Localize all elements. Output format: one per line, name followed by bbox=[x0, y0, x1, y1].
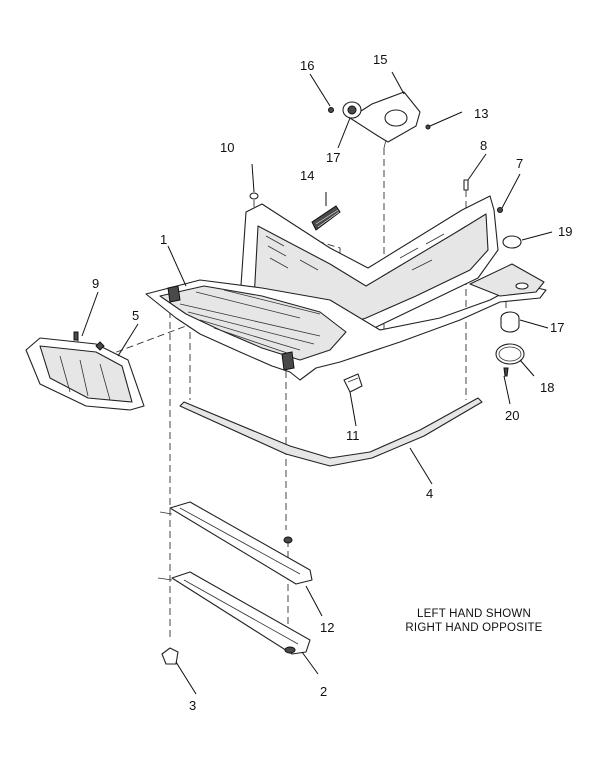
callout-10: 10 bbox=[220, 140, 234, 155]
callout-16: 16 bbox=[300, 58, 314, 73]
callout-12: 12 bbox=[320, 620, 334, 635]
callout-4: 4 bbox=[426, 486, 433, 501]
upper-tread bbox=[159, 501, 313, 585]
callout-18: 18 bbox=[540, 380, 554, 395]
main-trim-panel bbox=[145, 195, 547, 381]
trim-strip bbox=[179, 397, 483, 467]
note-line-1: LEFT HAND SHOWN bbox=[417, 608, 531, 620]
callout-1: 1 bbox=[160, 232, 167, 247]
callout-14: 14 bbox=[300, 168, 314, 183]
callout-2: 2 bbox=[320, 684, 327, 699]
side-bracket bbox=[25, 331, 145, 411]
note-line-2: RIGHT HAND OPPOSITE bbox=[405, 622, 542, 634]
leader-lines bbox=[81, 71, 553, 695]
callout-17-lower: 17 bbox=[550, 320, 564, 335]
bottom-clip bbox=[161, 647, 179, 665]
callout-15: 15 bbox=[373, 52, 387, 67]
callout-7: 7 bbox=[516, 156, 523, 171]
lower-tread bbox=[157, 571, 311, 655]
grille-part bbox=[311, 205, 341, 231]
callout-17-upper: 17 bbox=[326, 150, 340, 165]
plug-lower bbox=[500, 311, 520, 333]
clip-part bbox=[343, 373, 363, 393]
callout-numbers: 1 2 3 4 5 7 8 9 10 11 12 13 14 15 16 17 … bbox=[92, 52, 572, 713]
callout-19: 19 bbox=[558, 224, 572, 239]
callout-20: 20 bbox=[505, 408, 519, 423]
fasteners bbox=[249, 107, 503, 213]
grommet-upper bbox=[342, 101, 362, 119]
callout-11: 11 bbox=[346, 428, 360, 443]
screw-lower bbox=[503, 367, 509, 377]
bracket-part bbox=[349, 91, 421, 149]
ring-part bbox=[495, 343, 525, 365]
callout-9: 9 bbox=[92, 276, 99, 291]
callout-3: 3 bbox=[189, 698, 196, 713]
orientation-note: LEFT HAND SHOWN RIGHT HAND OPPOSITE bbox=[405, 608, 542, 634]
callout-13: 13 bbox=[474, 106, 488, 121]
callout-8: 8 bbox=[480, 138, 487, 153]
cap-part bbox=[502, 235, 522, 249]
callout-5: 5 bbox=[132, 308, 139, 323]
